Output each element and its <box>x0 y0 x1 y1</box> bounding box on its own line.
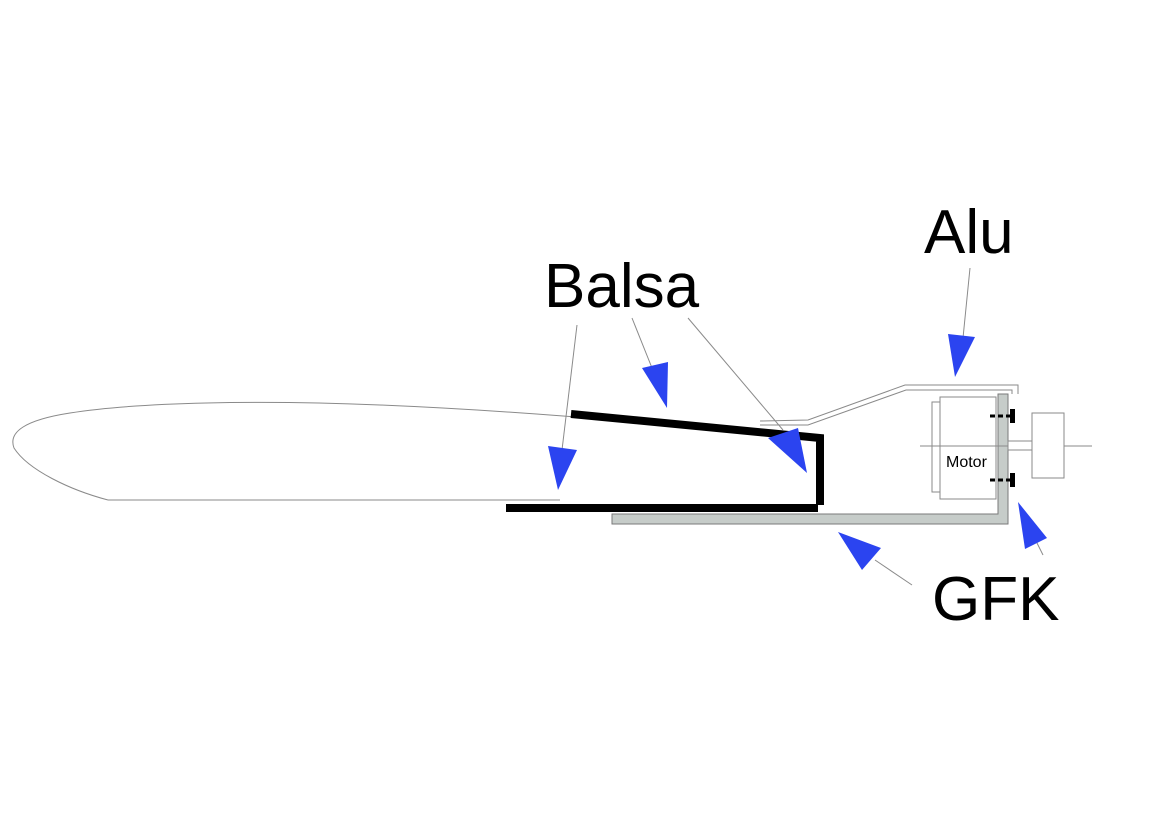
screw-bottom <box>990 473 1015 487</box>
label-gfk: GFK <box>932 565 1059 634</box>
label-balsa: Balsa <box>544 252 700 321</box>
balsa-top-spar <box>570 410 824 505</box>
gfk-plate <box>611 393 1009 525</box>
screw-top <box>990 409 1015 423</box>
alu-sheet <box>759 384 1019 426</box>
arrow-balsa-corner <box>768 428 807 473</box>
arrow-balsa-bottom <box>548 446 577 490</box>
wing-airfoil-outline <box>12 401 791 501</box>
leader-balsa-3 <box>687 317 784 431</box>
motor-body <box>939 396 997 500</box>
leader-gfk-1 <box>874 559 913 586</box>
leader-balsa-2 <box>631 317 653 369</box>
arrow-gfk <box>838 532 881 570</box>
label-motor: Motor <box>946 454 988 471</box>
arrow-alu <box>948 334 975 377</box>
leader-alu <box>962 267 971 339</box>
arrow-balsa-top <box>642 362 668 408</box>
label-alu: Alu <box>924 198 1014 267</box>
leader-balsa-1 <box>561 324 578 451</box>
arrow-gfk-upright <box>1018 502 1047 549</box>
propeller-hub <box>1031 412 1065 479</box>
